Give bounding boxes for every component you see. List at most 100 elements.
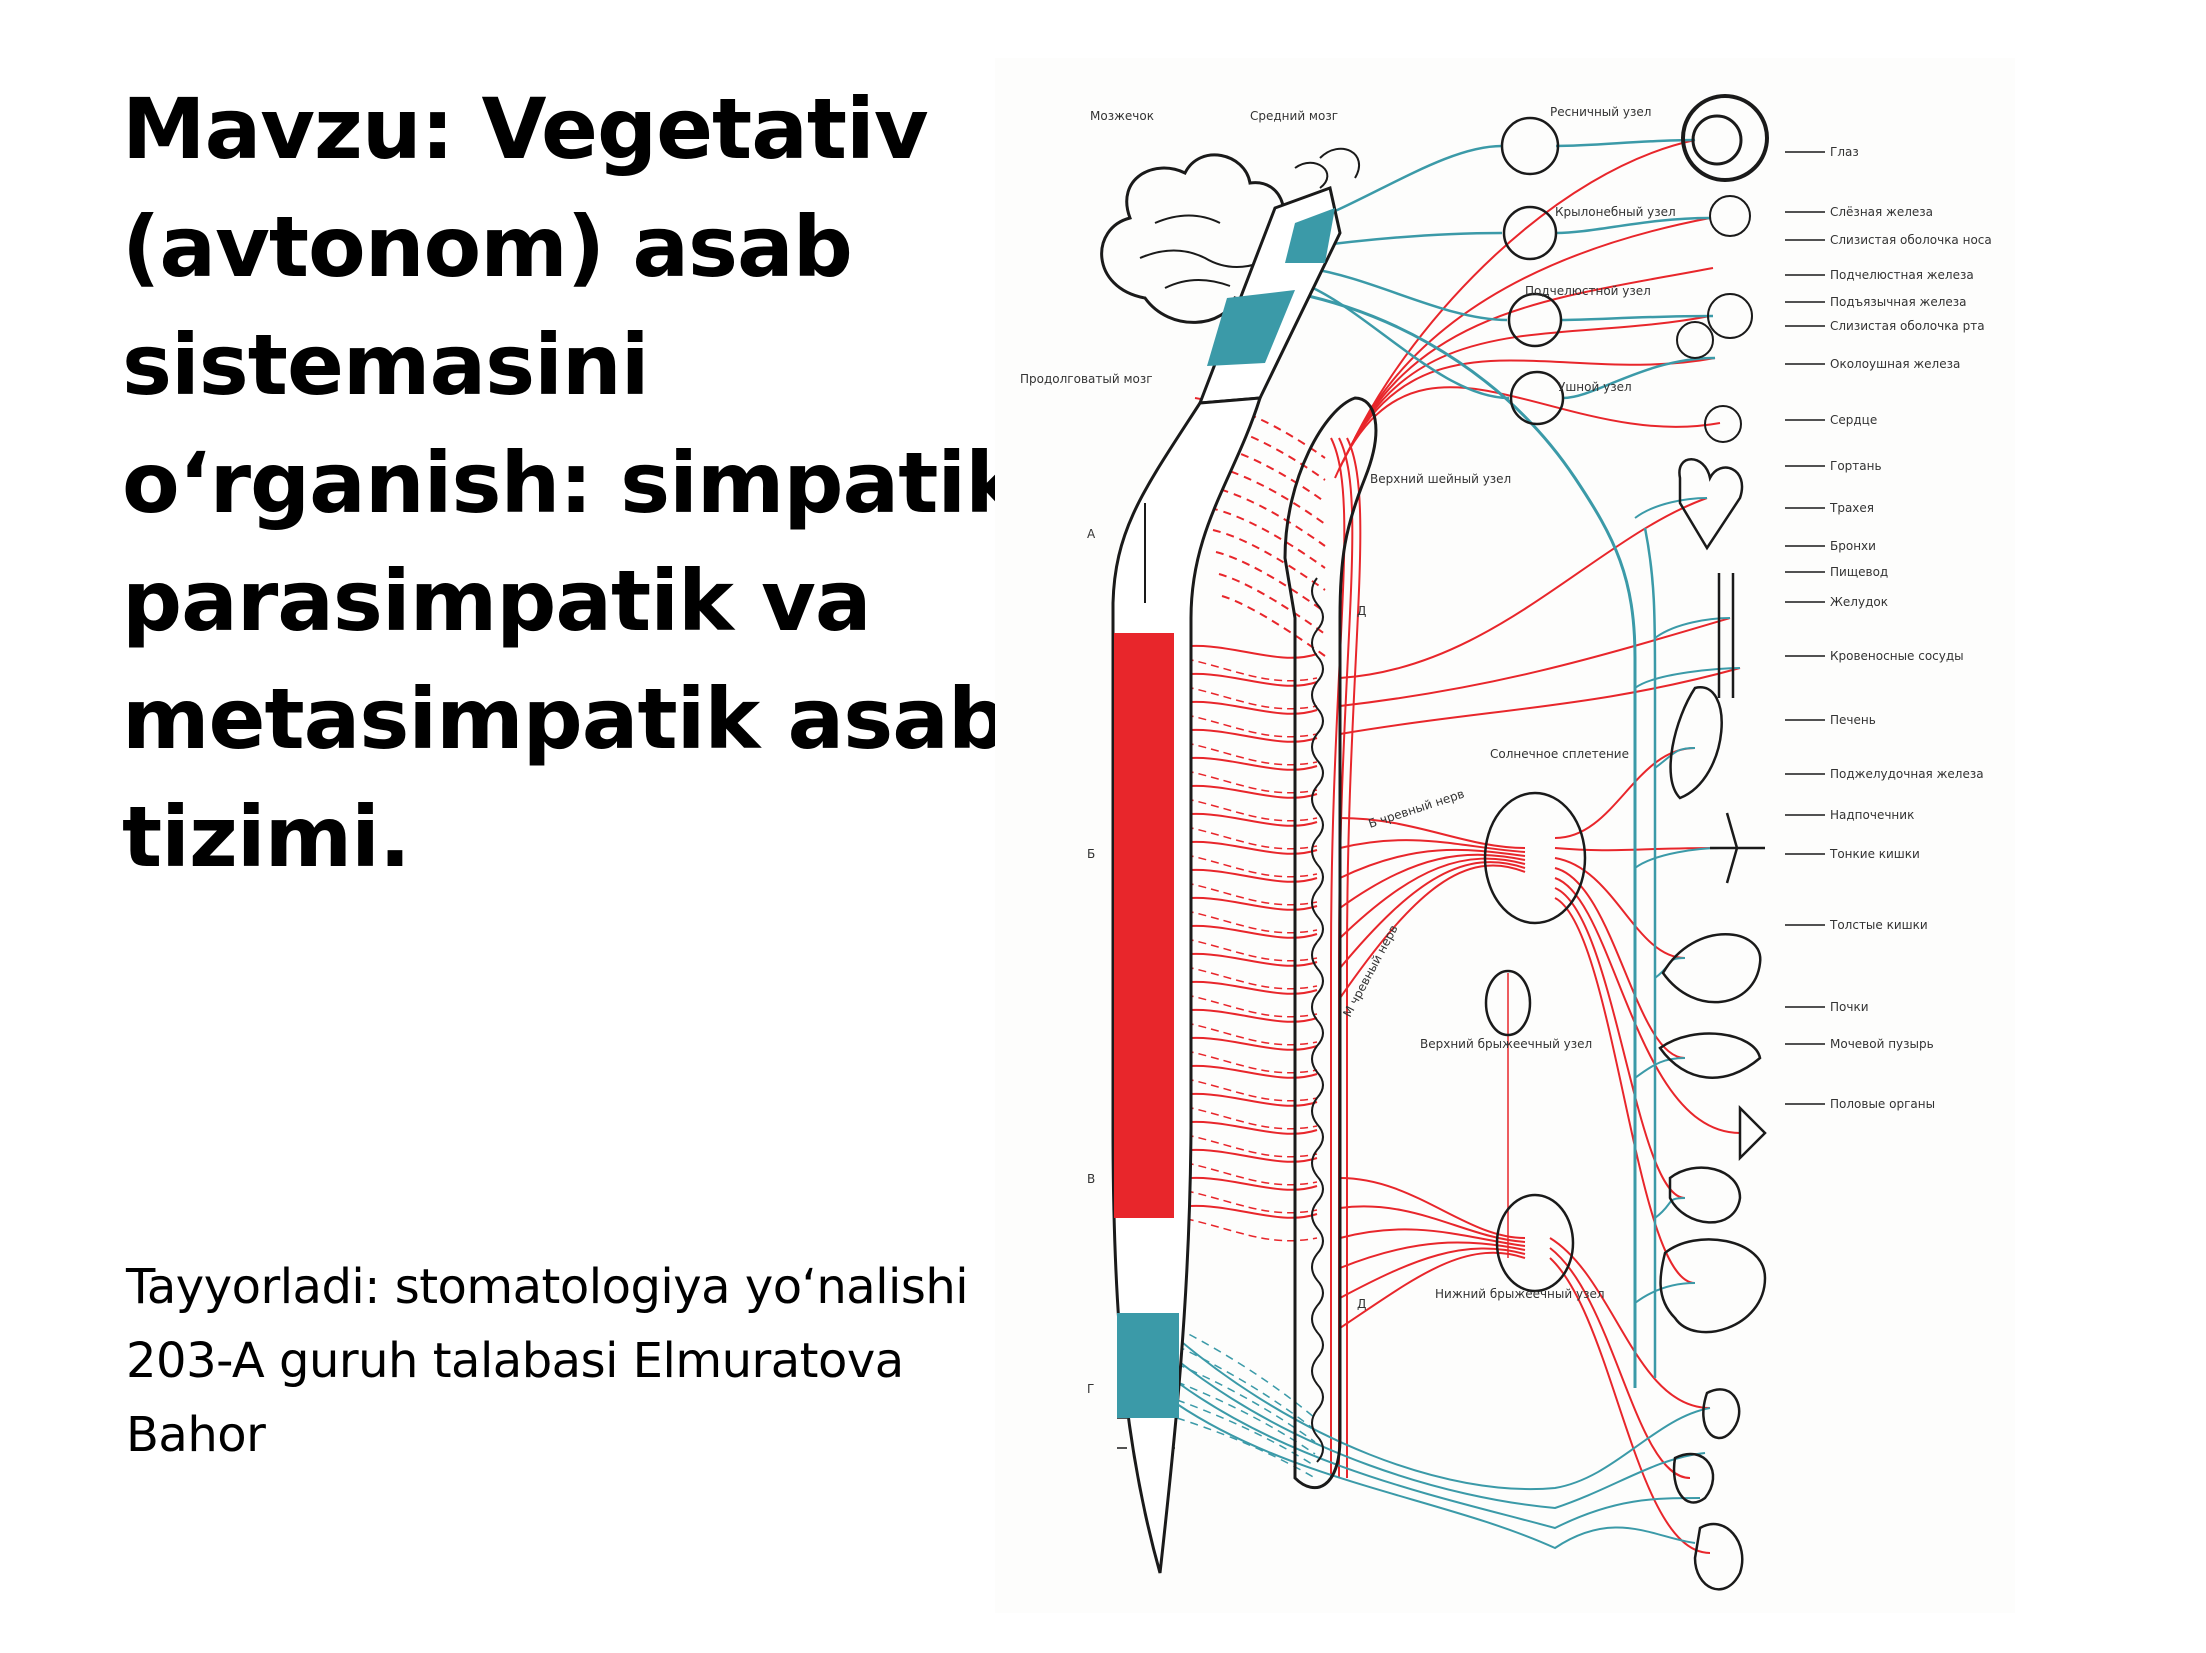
sympathetic-fibre — [1339, 667, 1741, 735]
ganglion-labels: Ресничный узел Крылонебный узел Подчелюс… — [1525, 105, 1676, 394]
sympathetic-fibre — [1172, 1103, 1318, 1130]
sympathetic-fibre — [1172, 1215, 1318, 1242]
label-midbrain: Средний мозг — [1250, 109, 1338, 123]
label-lesser-splanchnic: М чревный нерв — [1340, 923, 1400, 1020]
diagram-canvas: Мозжечок Средний мозг Продолговатый мозг… — [1020, 94, 1992, 1591]
sympathetic-fibre — [1172, 907, 1318, 934]
title-line: metasimpatik asab — [122, 670, 1008, 768]
parasympathetic-fibre — [1176, 1327, 1316, 1419]
sympathetic-fibre — [1339, 1247, 1526, 1299]
sympathetic-fibre — [1339, 1241, 1526, 1269]
sympathetic-fibre — [1339, 853, 1526, 909]
label-medulla: Продолговатый мозг — [1020, 372, 1153, 386]
sympathetic-fibre — [1200, 441, 1326, 503]
parasympathetic-fibre — [1634, 667, 1741, 689]
parasympathetic-fibre — [1176, 1337, 1711, 1490]
sympathetic-fibre — [1339, 617, 1731, 707]
author-line: Bahor — [126, 1407, 266, 1463]
cranial-ganglia-shapes — [1500, 116, 1565, 426]
parasympathetic-fibre — [1176, 1403, 1696, 1550]
sympathetic-fibre — [1339, 497, 1708, 679]
organ-label: Почки — [1830, 1000, 1869, 1014]
organ-label: Бронхи — [1830, 539, 1876, 553]
organ-label: Надпочечник — [1830, 808, 1914, 822]
sympathetic-fibre — [1346, 267, 1714, 455]
spinal-cord-shape — [1111, 396, 1263, 1574]
organ-label: Сердце — [1830, 413, 1877, 427]
vagus-nerve — [1294, 291, 1637, 1388]
label-d-lower: Д — [1357, 1297, 1366, 1311]
sympathetic-fibre — [1172, 935, 1318, 962]
sympathetic-fibre — [1350, 217, 1711, 447]
title-line: parasimpatik va — [122, 552, 872, 650]
parasympathetic-fibre — [1176, 1359, 1706, 1510]
organ-label: Половые органы — [1830, 1097, 1935, 1111]
sympathetic-fibre — [1342, 315, 1711, 463]
sympathetic-fibre — [1172, 795, 1318, 822]
label-superior-cervical-ganglion: Верхний шейный узел — [1370, 472, 1511, 486]
sympathetic-fibre — [1554, 897, 1696, 1284]
sympathetic-fibre — [1172, 739, 1318, 766]
sympathetic-fibre — [1339, 1251, 1526, 1329]
organ-label: Слизистая оболочка рта — [1830, 319, 1985, 333]
nervous-system-diagram: Мозжечок Средний мозг Продолговатый мозг… — [995, 58, 2015, 1613]
sympathetic-fibre — [1172, 655, 1318, 682]
sympathetic-fibre — [1215, 551, 1326, 613]
sympathetic-fibre — [1172, 963, 1318, 990]
sympathetic-fibre — [1554, 847, 1721, 852]
organ-label: Трахея — [1829, 501, 1874, 515]
sympathetic-fibre — [1172, 1187, 1318, 1214]
sympathetic-fibre — [1172, 683, 1318, 710]
nerve-lines — [1115, 138, 1741, 1554]
plexus-shapes — [1483, 791, 1587, 1293]
sympathetic-fibre — [1218, 573, 1326, 635]
organ-shapes — [1658, 94, 1769, 1591]
label-otic-ganglion: Ушной узел — [1558, 380, 1632, 394]
title-line: sistemasini — [122, 316, 650, 414]
organ-label: Тонкие кишки — [1829, 847, 1920, 861]
label-section-b: Б — [1087, 847, 1095, 861]
sympathetic-fibre — [1339, 864, 1526, 999]
parasympathetic-fibre — [1312, 286, 1510, 400]
sympathetic-fibre — [1206, 485, 1326, 547]
label-inferior-mesenteric: Нижний брыжеечный узел — [1435, 1287, 1605, 1301]
sympathetic-fibre — [1549, 1237, 1711, 1409]
label-cerebellum: Мозжечок — [1090, 109, 1154, 123]
sympathetic-fibre — [1339, 1228, 1526, 1247]
parasympathetic-fibre — [1176, 1399, 1316, 1467]
parasympathetic-fibre — [1562, 356, 1716, 400]
sympathetic-fibre — [1339, 817, 1526, 849]
label-superior-mesenteric: Верхний брыжеечный узел — [1420, 1037, 1592, 1051]
organ-label: Глаз — [1830, 145, 1859, 159]
sympathetic-fibre — [1339, 1177, 1526, 1239]
label-celiac-plexus: Солнечное сплетение — [1490, 747, 1629, 761]
label-section-a: А — [1087, 527, 1096, 541]
label-section-g: Г — [1087, 1382, 1094, 1396]
organ-label: Поджелудочная железа — [1830, 767, 1984, 781]
title-line: (avtonom) asab — [122, 198, 853, 296]
organ-label: Подъязычная железа — [1830, 295, 1967, 309]
sympathetic-fibre — [1554, 887, 1686, 1199]
parasympathetic-fibre — [1555, 138, 1696, 148]
sympathetic-fibre — [1172, 1159, 1318, 1186]
sympathetic-trunk-strand — [1346, 437, 1362, 1478]
brainstem-shape — [1197, 147, 1361, 405]
organ-label: Слизистая оболочка носа — [1830, 233, 1992, 247]
sympathetic-fibre — [1334, 386, 1721, 479]
parasympathetic-fibre — [1176, 1363, 1316, 1443]
sympathetic-fibre — [1203, 463, 1326, 525]
sympathetic-fibre — [1549, 1247, 1691, 1479]
label-ciliary-ganglion: Ресничный узел — [1550, 105, 1651, 119]
title-line: o‘rganish: simpatik, — [122, 434, 1052, 532]
parasympathetic-fibre — [1634, 1282, 1696, 1304]
sympathetic-trunk-shape — [1283, 396, 1378, 1489]
organ-label: Печень — [1830, 713, 1876, 727]
sympathetic-fibre — [1554, 877, 1741, 1134]
sympathetic-fibre — [1339, 839, 1526, 853]
organ-label: Пищевод — [1830, 565, 1888, 579]
sympathetic-fibre — [1172, 991, 1318, 1018]
sympathetic-fibre — [1172, 1131, 1318, 1158]
parasympathetic-fibre — [1634, 1057, 1686, 1079]
sympathetic-trunk-strand — [1330, 437, 1346, 1478]
sympathetic-fibre — [1172, 851, 1318, 878]
